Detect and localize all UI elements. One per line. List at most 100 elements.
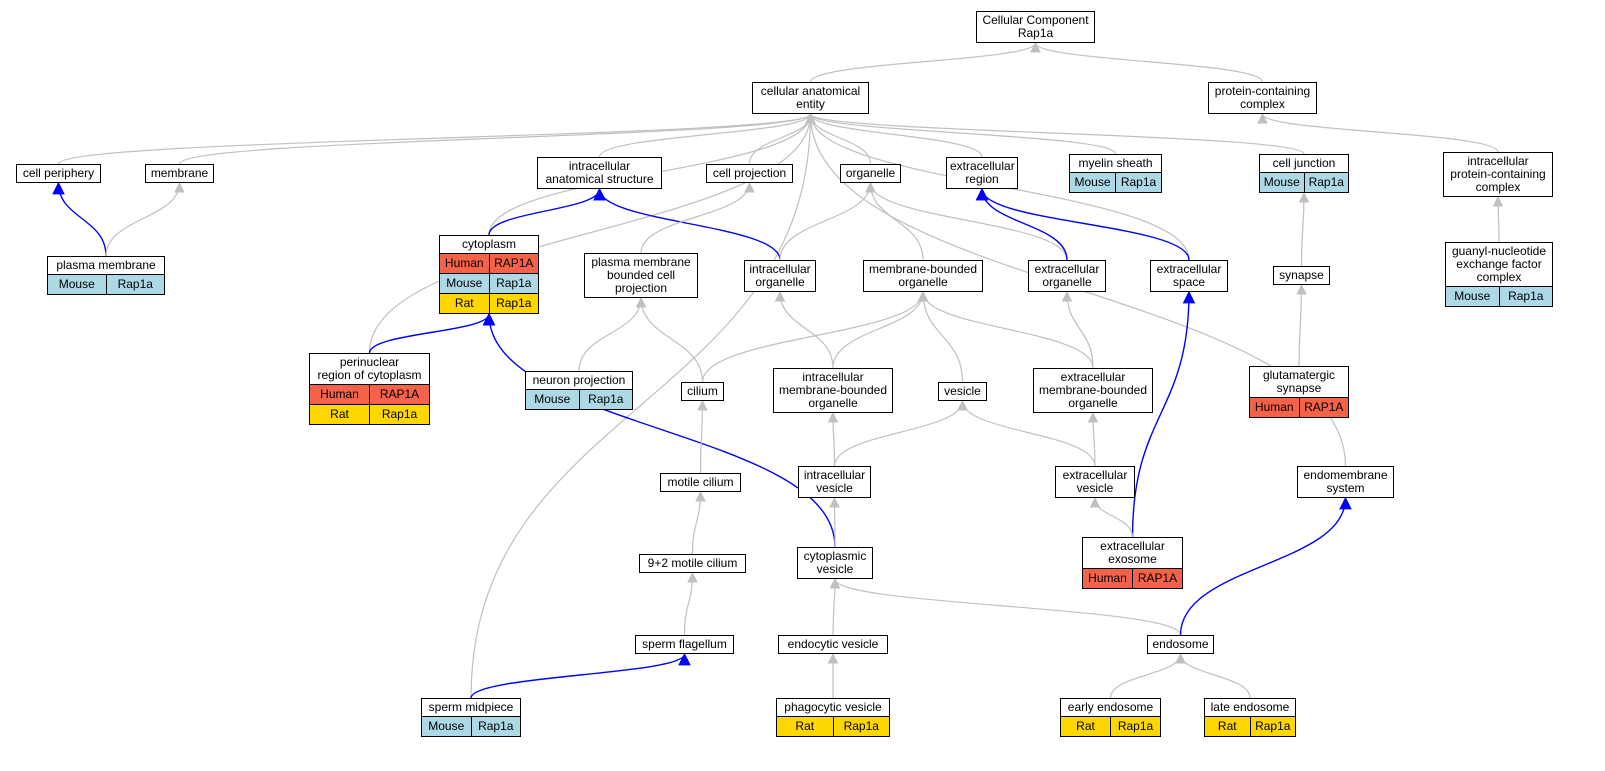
annotation-row: Mouse Rap1a [526, 389, 632, 409]
gene-cell: RAP1A [1132, 569, 1182, 588]
edge-myelin-sheath-to-cae [805, 112, 1117, 155]
edge-extracellular-organelle-to-extracellular-region [975, 187, 1068, 261]
go-term-cilium[interactable]: cilium [681, 382, 724, 401]
go-term-sperm-flagellum[interactable]: sperm flagellum [635, 635, 734, 654]
go-term-label: early endosome [1067, 700, 1154, 714]
go-term-cell-periphery[interactable]: cell periphery [16, 164, 101, 183]
go-term-intracellular-organelle[interactable]: intracellular organelle [744, 260, 816, 292]
species-cell: Mouse [1074, 175, 1111, 189]
go-term-pcc[interactable]: protein-containing complex [1208, 82, 1317, 114]
go-term-cae[interactable]: cellular anatomical entity [752, 82, 869, 114]
species-cell: Rat [1076, 719, 1095, 733]
go-term-extracellular-region[interactable]: extracellular region [946, 157, 1018, 189]
go-term-label: organelle [845, 166, 896, 180]
go-term-cell-projection[interactable]: cell projection [706, 164, 793, 183]
go-term-vesicle[interactable]: vesicle [938, 382, 987, 401]
edge-cytoplasmic-vesicle-to-intracellular-vesicle [829, 496, 840, 548]
species-cell: Human [320, 387, 359, 401]
go-term-pmbcp[interactable]: plasma membrane bounded cell projection [584, 253, 698, 298]
species-cell: Human [1254, 400, 1294, 414]
go-term-label: intracellular organelle [749, 262, 811, 289]
go-term-label: late endosome [1210, 700, 1290, 714]
go-term-ias[interactable]: intracellular anatomical structure [537, 157, 662, 189]
go-term-extracellular-organelle[interactable]: extracellular organelle [1028, 260, 1106, 292]
edge-plasma-membrane-to-membrane [105, 181, 185, 257]
go-term-label: extracellular vesicle [1062, 468, 1128, 495]
go-term-endosome[interactable]: endosome [1147, 635, 1214, 654]
go-term-nine-two[interactable]: 9+2 motile cilium [639, 554, 746, 573]
go-term-label: plasma membrane [56, 258, 156, 272]
edge-perinuclear-to-cae [368, 112, 816, 354]
go-term-endocytic-vesicle[interactable]: endocytic vesicle [778, 635, 888, 654]
go-term-mbo[interactable]: membrane-bounded organelle [863, 260, 983, 292]
annotation-row: Rat Rap1a [777, 716, 889, 736]
gene-cell: RAP1A [1298, 398, 1349, 417]
gene-cell: Rap1a [832, 717, 890, 736]
annotation-row: Human RAP1A [1250, 397, 1348, 417]
gene-cell: Rap1a [1303, 173, 1349, 192]
edge-cae-to-cc-root [809, 41, 1041, 83]
edge-nine-two-to-motile-cilium [691, 490, 706, 555]
go-term-cytoplasmic-vesicle[interactable]: cytoplasmic vesicle [797, 547, 873, 579]
go-term-motile-cilium[interactable]: motile cilium [660, 473, 741, 492]
species-cell: Rat [795, 719, 815, 733]
edge-neuron-projection-to-pmbcp [578, 296, 647, 372]
go-term-endomembrane[interactable]: endomembrane system [1297, 466, 1394, 498]
edge-intracellular-organelle-to-ias [593, 187, 781, 261]
go-term-label: endomembrane system [1303, 468, 1388, 495]
go-term-extracellular-space[interactable]: extracellular space [1150, 260, 1228, 292]
species-cell: Mouse [58, 277, 95, 291]
go-term-label: cilium [687, 384, 718, 398]
edge-vesicle-to-mbo [917, 290, 964, 383]
go-term-organelle[interactable]: organelle [840, 164, 901, 183]
gene-cell: Rap1a [105, 275, 165, 294]
edge-extracellular-region-to-cae [805, 112, 983, 158]
gene-cell: Rap1a [488, 294, 539, 313]
go-term-label: cytoplasmic vesicle [803, 549, 867, 576]
go-term-label: intracellular membrane-bounded organelle [778, 370, 888, 410]
go-term-label: membrane [150, 166, 209, 180]
go-term-label: Cellular Component Rap1a [982, 13, 1089, 40]
edge-intracellular-organelle-to-organelle [779, 181, 876, 261]
gene-cell: Rap1a [1498, 287, 1553, 306]
go-term-synapse[interactable]: synapse [1273, 266, 1330, 285]
edge-plasma-membrane-to-cell-periphery [52, 181, 107, 257]
go-term-embo[interactable]: extracellular membrane-bounded organelle [1033, 368, 1153, 413]
go-term-cc-root[interactable]: Cellular Component Rap1a [976, 11, 1095, 43]
go-term-ipcc[interactable]: intracellular protein-containing complex [1443, 152, 1553, 197]
gene-cell: Rap1a [578, 390, 633, 409]
go-term-imbo[interactable]: intracellular membrane-bounded organelle [773, 368, 893, 413]
go-term-label: intracellular vesicle [803, 468, 866, 495]
go-term-label: sperm midpiece [428, 700, 514, 714]
species-cell: Mouse [534, 392, 571, 406]
go-term-gnef[interactable]: guanyl-nucleotide exchange factor comple… [1445, 242, 1553, 307]
go-term-label: cell projection [712, 166, 787, 180]
go-term-label: myelin sheath [1078, 156, 1153, 170]
go-term-label: intracellular anatomical structure [545, 159, 654, 186]
edge-synapse-to-cell-junction [1298, 191, 1310, 267]
edge-late-endosome-to-endosome [1175, 652, 1251, 699]
edge-sperm-flagellum-to-nine-two [683, 571, 698, 636]
go-term-membrane[interactable]: membrane [145, 164, 214, 183]
gene-cell: Rap1a [488, 274, 539, 293]
go-term-label: intracellular protein-containing complex [1450, 154, 1546, 194]
go-term-label: sperm flagellum [642, 637, 727, 651]
go-term-label: cytoplasm [461, 237, 517, 251]
go-term-intracellular-vesicle[interactable]: intracellular vesicle [798, 466, 871, 498]
species-cell: Human [444, 256, 484, 270]
go-term-extracellular-vesicle[interactable]: extracellular vesicle [1055, 466, 1135, 498]
